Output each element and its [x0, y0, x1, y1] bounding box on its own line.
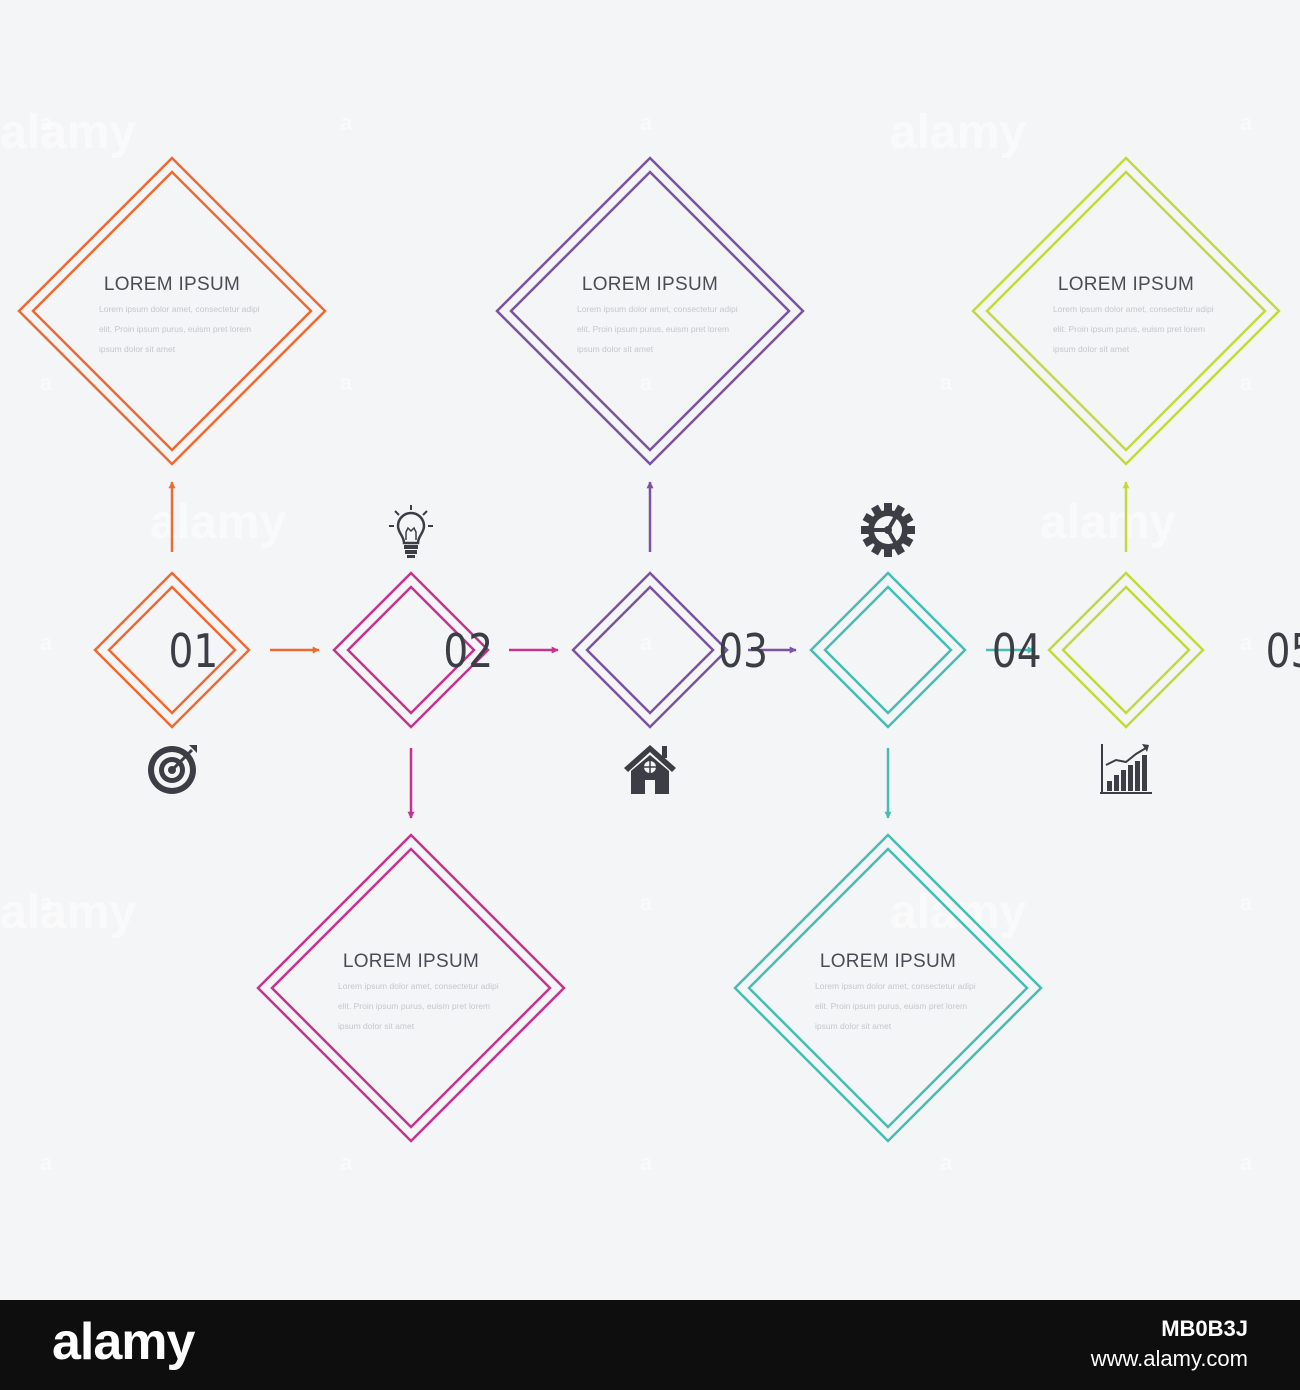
content-box-05: LOREM IPSUM Lorem ipsum dolor amet, conse…	[971, 156, 1281, 466]
watermark-mark: a	[1240, 630, 1253, 655]
box-body-line: elit. Proin ipsum purus, euism pret lore…	[577, 324, 729, 334]
step-nodes: 01 02 03 04 05	[93, 571, 1300, 729]
content-box-02: LOREM IPSUM Lorem ipsum dolor amet, conse…	[256, 833, 566, 1143]
box-inner-diamond	[31, 170, 313, 452]
gear-icon	[861, 503, 915, 557]
watermark-text: alamy	[0, 106, 136, 159]
step-number: 02	[443, 625, 493, 679]
content-box-03: LOREM IPSUM Lorem ipsum dolor amet, conse…	[495, 156, 805, 466]
watermark-text: alamy	[890, 106, 1026, 159]
watermark-mark: a	[1240, 370, 1253, 395]
box-body-line: ipsum dolor sit amet	[577, 344, 654, 354]
box-body-line: elit. Proin ipsum purus, euism pret lore…	[1053, 324, 1205, 334]
step-node-02: 02	[332, 571, 493, 729]
step-icons	[148, 503, 1152, 794]
box-outer-diamond	[256, 833, 566, 1143]
box-inner-diamond	[985, 170, 1267, 452]
step-number: 01	[169, 625, 219, 679]
watermark-mark: a	[640, 110, 653, 135]
box-outer-diamond	[17, 156, 327, 466]
box-title: LOREM IPSUM	[104, 274, 240, 295]
content-box-04: LOREM IPSUM Lorem ipsum dolor amet, conse…	[733, 833, 1043, 1143]
step-node-05: 05	[1047, 571, 1300, 729]
node-inner-diamond	[107, 585, 237, 715]
node-outer-diamond	[571, 571, 729, 729]
watermark-mark: a	[340, 370, 353, 395]
box-title: LOREM IPSUM	[343, 951, 479, 972]
step-node-04: 04	[809, 571, 1042, 729]
watermark-text: alamy	[1040, 496, 1176, 549]
node-inner-diamond	[1061, 585, 1191, 715]
node-inner-diamond	[585, 585, 715, 715]
watermark-mark: a	[340, 1150, 353, 1175]
watermark-mark: a	[40, 370, 53, 395]
site-url: www.alamy.com	[1090, 1346, 1248, 1371]
watermark-text: alamy	[890, 886, 1026, 939]
node-inner-diamond	[823, 585, 953, 715]
house-icon	[624, 745, 676, 794]
watermark-mark: a	[40, 890, 53, 915]
box-outer-diamond	[733, 833, 1043, 1143]
box-body-line: Lorem ipsum dolor amet, consectetur adip…	[815, 981, 976, 991]
box-body-line: elit. Proin ipsum purus, euism pret lore…	[815, 1001, 967, 1011]
watermark-mark: a	[640, 890, 653, 915]
box-inner-diamond	[270, 847, 552, 1129]
brand-logo: alamy	[52, 1313, 195, 1371]
watermark-mark: a	[1240, 1150, 1253, 1175]
watermark-mark: a	[640, 630, 653, 655]
box-body-line: Lorem ipsum dolor amet, consectetur adip…	[338, 981, 499, 991]
node-outer-diamond	[809, 571, 967, 729]
connectors	[168, 481, 1130, 819]
box-body-line: ipsum dolor sit amet	[99, 344, 176, 354]
content-box-01: LOREM IPSUM Lorem ipsum dolor amet, conse…	[17, 156, 327, 466]
box-body-line: ipsum dolor sit amet	[815, 1021, 892, 1031]
watermark-mark: a	[340, 110, 353, 135]
step-node-03: 03	[571, 571, 768, 729]
node-outer-diamond	[332, 571, 490, 729]
step-number: 03	[718, 625, 768, 679]
step-node-01: 01	[93, 571, 251, 729]
step-number: 04	[992, 625, 1042, 679]
box-title: LOREM IPSUM	[582, 274, 718, 295]
watermark-mark: a	[940, 1150, 953, 1175]
node-inner-diamond	[346, 585, 476, 715]
watermark-mark: a	[1240, 890, 1253, 915]
box-body-line: Lorem ipsum dolor amet, consectetur adip…	[577, 304, 738, 314]
watermark-mark: a	[40, 110, 53, 135]
box-body-line: ipsum dolor sit amet	[338, 1021, 415, 1031]
box-outer-diamond	[495, 156, 805, 466]
box-body-line: elit. Proin ipsum purus, euism pret lore…	[338, 1001, 490, 1011]
watermark-mark: a	[640, 370, 653, 395]
node-outer-diamond	[93, 571, 251, 729]
watermark-mark: a	[640, 1150, 653, 1175]
watermark-text: alamy	[150, 496, 286, 549]
box-body-line: ipsum dolor sit amet	[1053, 344, 1130, 354]
box-inner-diamond	[747, 847, 1029, 1129]
stock-image-id: MB0B3J	[1161, 1316, 1248, 1341]
box-title: LOREM IPSUM	[820, 951, 956, 972]
watermark-text: alamy	[0, 886, 136, 939]
watermark-mark: a	[940, 370, 953, 395]
box-body-line: Lorem ipsum dolor amet, consectetur adip…	[1053, 304, 1214, 314]
bar-chart-icon	[1100, 744, 1152, 794]
box-title: LOREM IPSUM	[1058, 274, 1194, 295]
stock-footer: alamy MB0B3J www.alamy.com	[0, 1300, 1300, 1390]
lightbulb-icon	[389, 505, 433, 558]
watermark-mark: a	[40, 630, 53, 655]
target-icon	[148, 745, 197, 794]
box-inner-diamond	[509, 170, 791, 452]
watermark-mark: a	[40, 1150, 53, 1175]
box-outer-diamond	[971, 156, 1281, 466]
box-body-line: Lorem ipsum dolor amet, consectetur adip…	[99, 304, 260, 314]
content-boxes: LOREM IPSUM Lorem ipsum dolor amet, conse…	[17, 156, 1281, 1143]
node-outer-diamond	[1047, 571, 1205, 729]
box-body-line: elit. Proin ipsum purus, euism pret lore…	[99, 324, 251, 334]
step-number: 05	[1266, 625, 1300, 679]
watermark-mark: a	[1240, 110, 1253, 135]
